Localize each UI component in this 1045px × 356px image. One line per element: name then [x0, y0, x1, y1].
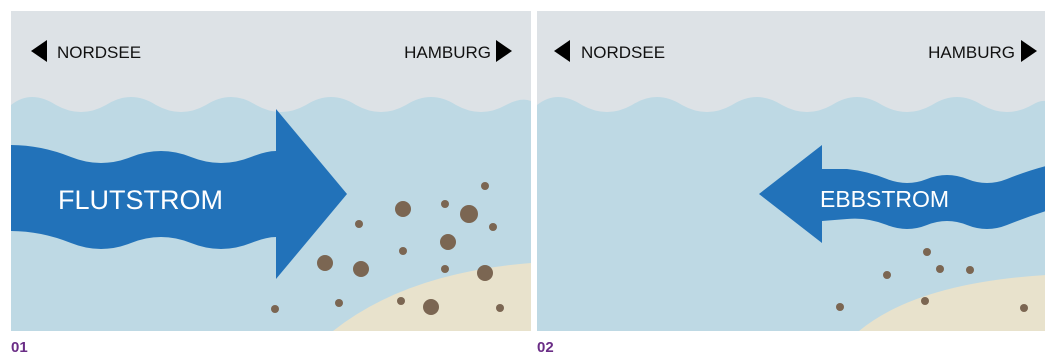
sediment-particle — [1020, 304, 1028, 312]
sediment-particle — [477, 265, 493, 281]
sediment-particle — [397, 297, 405, 305]
right-destination-label: HAMBURG — [404, 43, 491, 62]
sediment-particle — [271, 305, 279, 313]
panel-ebbstrom: EBBSTROM NORDSEE HAMBURG — [537, 11, 1045, 331]
sediment-particle — [353, 261, 369, 277]
current-label: EBBSTROM — [820, 186, 949, 212]
panel-flutstrom: FLUTSTROM NORDSEE HAMBURG — [11, 11, 531, 331]
sediment-particle — [496, 304, 504, 312]
sediment-particle — [460, 205, 478, 223]
sediment-particle — [395, 201, 411, 217]
sediment-particle — [923, 248, 931, 256]
arrow-left-icon — [554, 40, 570, 62]
left-destination-label: NORDSEE — [581, 43, 665, 62]
panel-2-illustration: EBBSTROM NORDSEE HAMBURG — [537, 11, 1045, 331]
sediment-particle — [423, 299, 439, 315]
ebb-current-arrow — [759, 145, 1045, 243]
left-destination-label: NORDSEE — [57, 43, 141, 62]
sediment-particle — [966, 266, 974, 274]
panel-2-caption: 02 — [537, 339, 554, 356]
sediment-particle — [399, 247, 407, 255]
sediment-particle — [836, 303, 844, 311]
sediment-particle — [883, 271, 891, 279]
arrow-right-icon — [496, 40, 512, 62]
flood-current-arrow — [11, 109, 347, 279]
sediment-particle — [441, 200, 449, 208]
current-label: FLUTSTROM — [58, 185, 223, 215]
sediment-particles — [836, 248, 1028, 312]
sediment-particle — [921, 297, 929, 305]
sediment-particle — [317, 255, 333, 271]
sediment-particle — [355, 220, 363, 228]
sediment-particle — [936, 265, 944, 273]
sediment-particle — [441, 265, 449, 273]
sediment-particle — [335, 299, 343, 307]
arrow-left-icon — [31, 40, 47, 62]
sediment-particle — [440, 234, 456, 250]
sand-bank — [859, 275, 1045, 331]
right-destination-label: HAMBURG — [928, 43, 1015, 62]
panel-1-caption: 01 — [11, 339, 28, 356]
sediment-particle — [489, 223, 497, 231]
panel-1-illustration: FLUTSTROM NORDSEE HAMBURG — [11, 11, 531, 331]
sediment-particle — [481, 182, 489, 190]
arrow-right-icon — [1021, 40, 1037, 62]
sediment-particles — [271, 182, 504, 315]
